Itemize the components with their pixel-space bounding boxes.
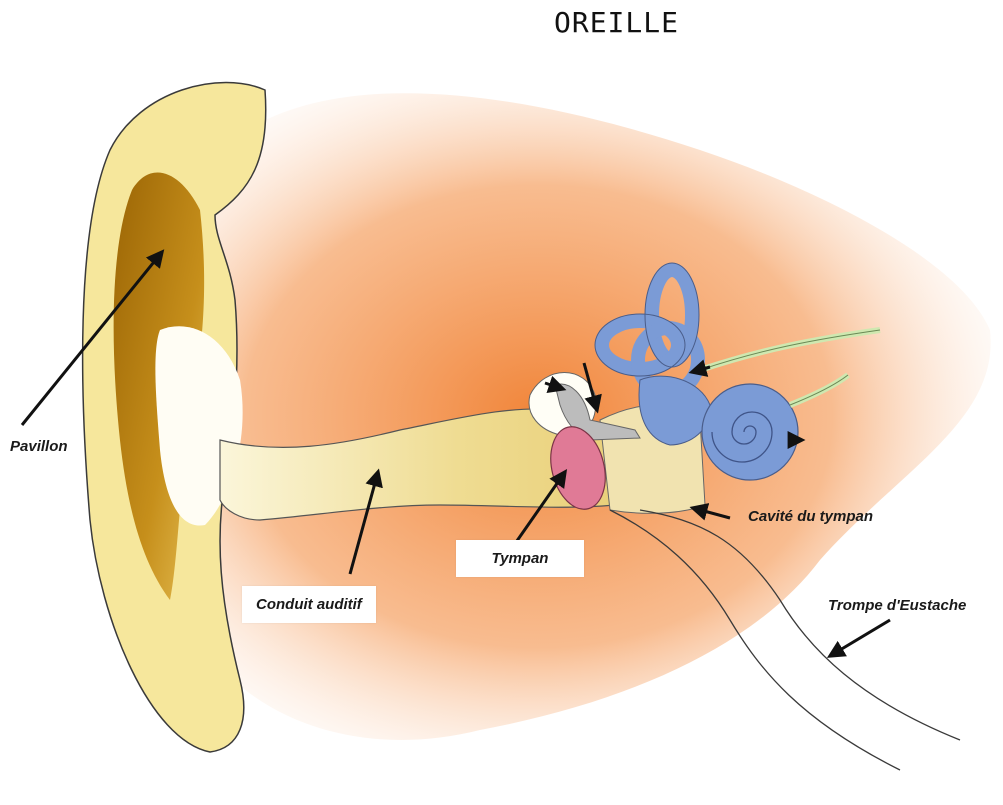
label-pavillon: Pavillon bbox=[10, 438, 68, 455]
label-tympan: Tympan bbox=[456, 540, 584, 577]
label-trompe-eustache: Trompe d'Eustache bbox=[828, 597, 966, 614]
trompe-arrow bbox=[830, 620, 890, 656]
label-conduit-auditif: Conduit auditif bbox=[242, 586, 376, 623]
label-cavite-du-tympan: Cavité du tympan bbox=[748, 508, 873, 525]
cochlea bbox=[702, 384, 798, 480]
